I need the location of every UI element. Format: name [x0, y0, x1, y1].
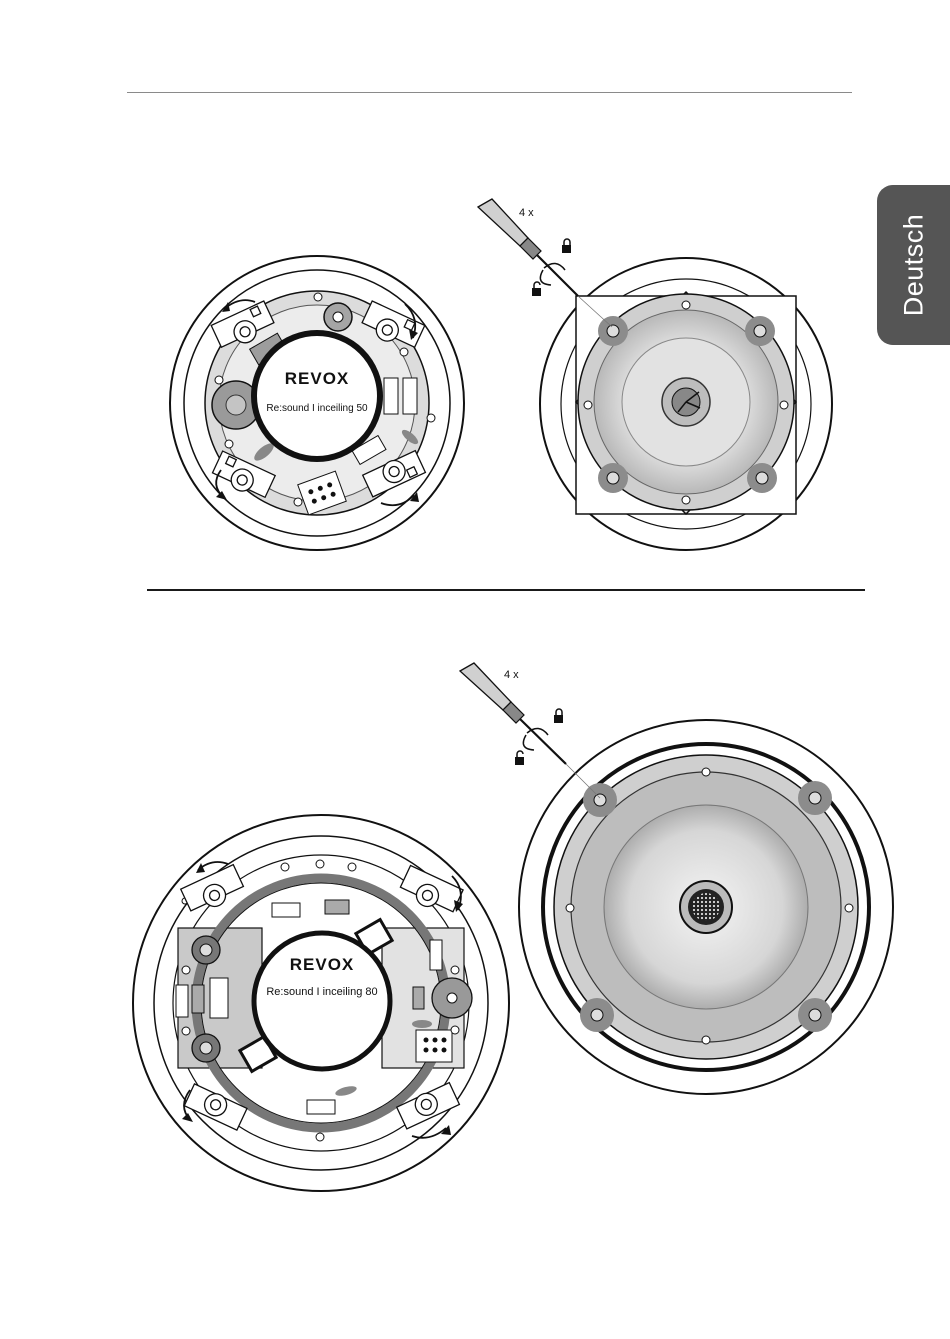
brand-logo-80: REVOX	[290, 955, 355, 974]
unlock-icon-2	[515, 751, 524, 765]
back-view-80: REVOX Re:sound I inceiling 80	[133, 815, 509, 1191]
front-view-80: 4 x	[460, 663, 893, 1094]
lock-icon-2	[554, 709, 563, 723]
screw-count-80: 4 x	[504, 669, 519, 681]
turn-arrows-80	[523, 728, 548, 750]
model-label-80: Re:sound I inceiling 80	[266, 986, 377, 998]
